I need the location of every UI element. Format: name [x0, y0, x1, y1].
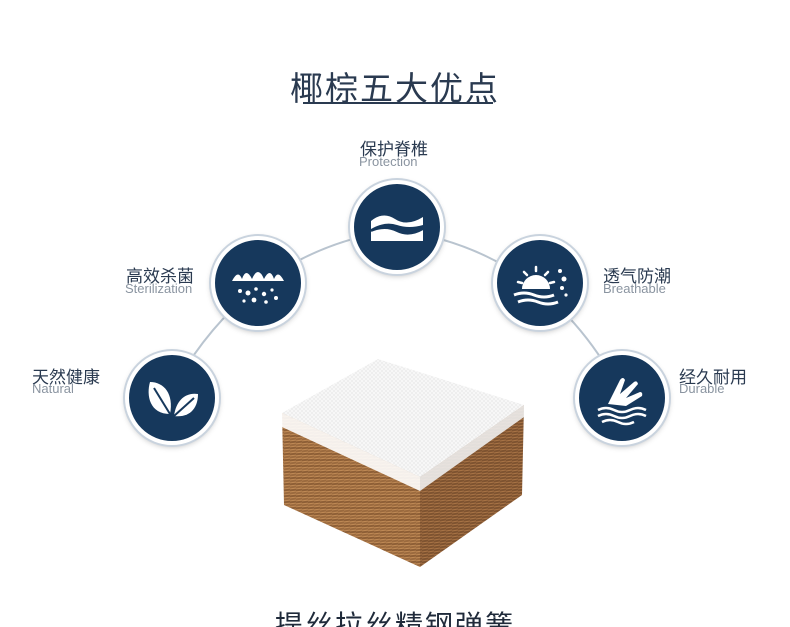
natural-label: 天然健康 — [32, 368, 100, 387]
bottom-heading: 提丝拉丝精钢弹簧 — [274, 610, 515, 627]
section-title: 椰棕五大优点 — [290, 70, 500, 107]
breathable-label: 透气防潮 — [603, 267, 671, 286]
sun-breathe-icon — [513, 265, 568, 306]
sterilization-label: 高效杀菌 — [126, 267, 194, 286]
wave-mattress-icon — [370, 215, 424, 241]
durable-circle — [575, 351, 669, 445]
protection-label-en: Protection — [359, 154, 418, 169]
breathable-label-en: Breathable — [603, 281, 666, 296]
natural-label-en: Natural — [32, 381, 74, 396]
leaves-icon — [148, 382, 198, 417]
sterilization-circle — [211, 236, 305, 330]
title-underline — [303, 102, 493, 104]
hand-water-icon — [597, 378, 647, 426]
durable-label-en: Durable — [679, 381, 725, 396]
protection-circle — [350, 180, 444, 274]
sterilize-splash-icon — [232, 272, 284, 304]
coir-mattress-block — [282, 359, 524, 567]
protection-label: 保护脊椎 — [360, 140, 428, 159]
breathable-circle — [493, 236, 587, 330]
durable-label: 经久耐用 — [679, 368, 747, 387]
sterilization-label-en: Sterilization — [125, 281, 193, 296]
natural-circle — [125, 351, 219, 445]
